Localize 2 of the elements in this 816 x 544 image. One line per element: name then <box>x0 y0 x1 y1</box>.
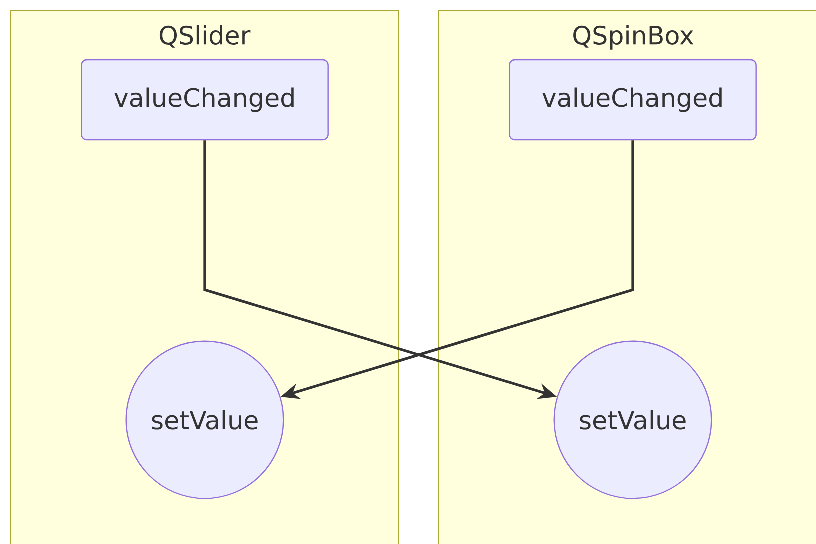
signal-box: valueChanged <box>509 59 757 141</box>
signal-box: valueChanged <box>81 59 329 141</box>
